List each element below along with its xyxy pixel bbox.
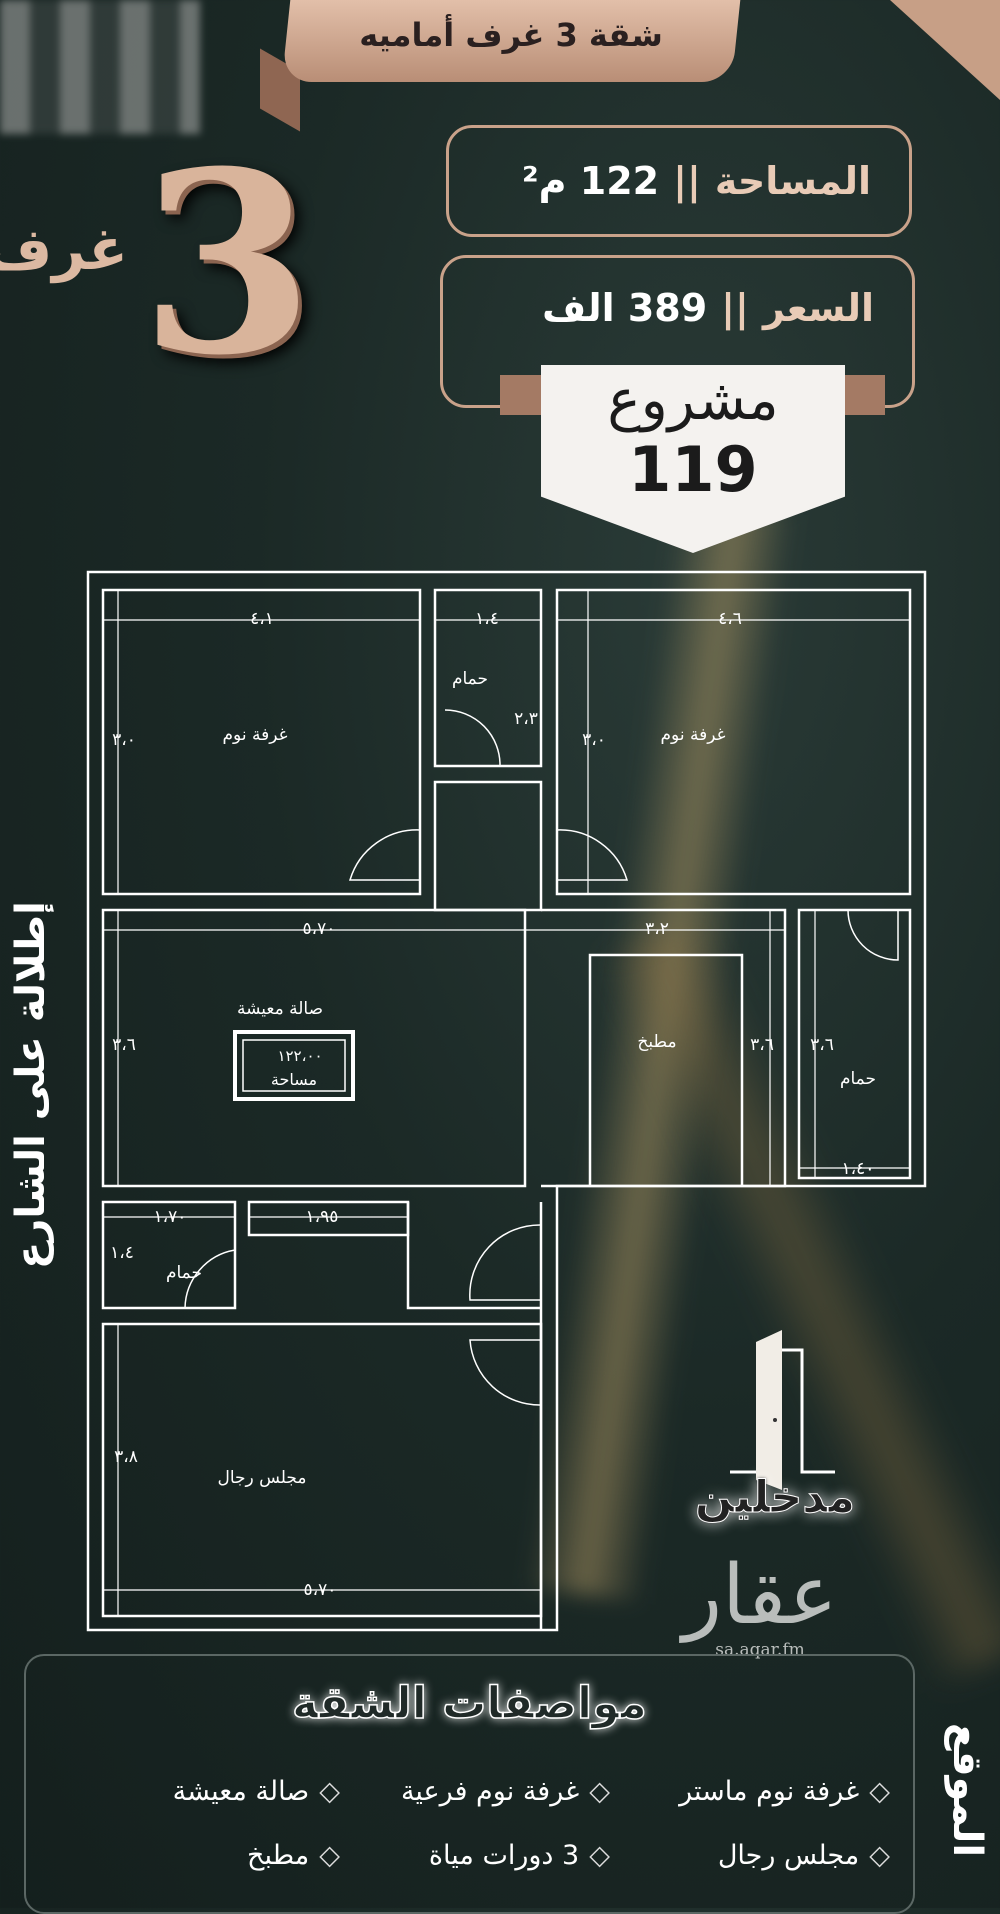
diamond-icon: ◇: [319, 1840, 340, 1871]
aqar-logo: عقار: [682, 1548, 838, 1643]
spec-item: ◇ مجلس رجال: [718, 1840, 890, 1871]
price-value: 389 الف: [542, 286, 708, 330]
area-stamp: ١٢٢،٠٠ مساحة: [233, 1030, 355, 1101]
spec-text: غرفة نوم ماستر: [679, 1776, 860, 1807]
dim-majlis-width: ٥،٧٠: [304, 1580, 337, 1600]
dim-bath-top-width: ١،٤: [475, 609, 499, 629]
spec-text: مطبخ: [247, 1840, 310, 1871]
blurred-logo: [0, 0, 200, 134]
room-bedroom-2: غرفة نوم: [661, 725, 726, 745]
dim-living-width: ٥،٧٠: [303, 919, 336, 939]
diamond-icon: ◇: [589, 1840, 610, 1871]
specs-title: مواصفات الشقة: [291, 1677, 647, 1730]
spec-text: 3 دورات مياة: [428, 1840, 580, 1871]
diamond-icon: ◇: [319, 1776, 340, 1807]
spec-item: ◇ صالة معيشة: [173, 1776, 340, 1807]
project-label: مشروع: [607, 368, 779, 433]
dim-bath-lower-width: ١،٧٠: [154, 1207, 187, 1227]
rooms-word: غرف: [0, 215, 128, 283]
walls: [86, 570, 927, 1632]
room-bath-top: حمام: [452, 669, 488, 689]
dim-bed1-width: ٤،١: [250, 609, 274, 629]
door-swings: [184, 709, 899, 1406]
dim-kitchen-height: ٣،٦: [750, 1035, 774, 1055]
spec-item: ◇ 3 دورات مياة: [429, 1840, 610, 1871]
dimension-lines: [103, 590, 910, 1616]
dim-bed2-height: ٣،٠: [582, 730, 606, 750]
entrance-label: مدخلين: [695, 1472, 856, 1524]
dim-bath-right-height: ٣،٦: [810, 1035, 834, 1055]
room-bath-lower: حمام: [166, 1263, 202, 1283]
room-bath-right: حمام: [840, 1069, 876, 1089]
separator: ||: [673, 159, 701, 203]
dim-bath-right-width: ١،٤٠: [842, 1159, 875, 1179]
location-label: الموقع: [944, 1722, 990, 1858]
area-stamp-label: مساحة: [271, 1070, 317, 1089]
spec-text: صالة معيشة: [172, 1776, 310, 1807]
room-bedroom-1: غرفة نوم: [223, 725, 288, 745]
spec-text: غرفة نوم فرعية: [400, 1776, 580, 1807]
project-number: 119: [628, 433, 758, 506]
dim-bed2-width: ٤،٦: [718, 609, 742, 629]
area-value: 122 م²: [522, 159, 660, 203]
spec-item: ◇ غرفة نوم فرعية: [401, 1776, 610, 1807]
spec-item: ◇ غرفة نوم ماستر: [679, 1776, 890, 1807]
area-stamp-value: ١٢٢،٠٠: [277, 1047, 322, 1065]
separator: ||: [721, 286, 749, 330]
dim-bath-top-height: ٢،٣: [514, 709, 538, 729]
price-box: السعر || 389 الف: [440, 255, 915, 408]
spec-text: مجلس رجال: [717, 1840, 860, 1871]
dim-majlis-height: ٣،٨: [114, 1447, 138, 1467]
dim-living-height: ٣،٦: [112, 1035, 136, 1055]
spec-item: ◇ مطبخ: [247, 1840, 340, 1871]
dim-kitchen-width: ٣،٢: [645, 919, 669, 939]
dim-bath-lower-height: ١،٤: [110, 1243, 134, 1263]
diamond-icon: ◇: [869, 1840, 890, 1871]
price-label: السعر: [762, 286, 874, 330]
room-living: صالة معيشة: [237, 999, 323, 1019]
page-title: شقة 3 غرف أماميه: [359, 16, 663, 54]
diamond-icon: ◇: [589, 1776, 610, 1807]
area-box: المساحة || 122 م²: [446, 125, 912, 237]
rooms-number: 3: [140, 116, 314, 410]
dim-closet-width: ١،٩٥: [306, 1207, 339, 1227]
room-kitchen: مطبخ: [637, 1032, 676, 1052]
room-majlis: مجلس رجال: [217, 1468, 306, 1488]
diamond-icon: ◇: [869, 1776, 890, 1807]
door-icon: [730, 1330, 835, 1490]
dim-bed1-height: ٣،٠: [112, 730, 136, 750]
corner-ribbon: [890, 0, 1000, 100]
area-label: المساحة: [714, 159, 871, 203]
